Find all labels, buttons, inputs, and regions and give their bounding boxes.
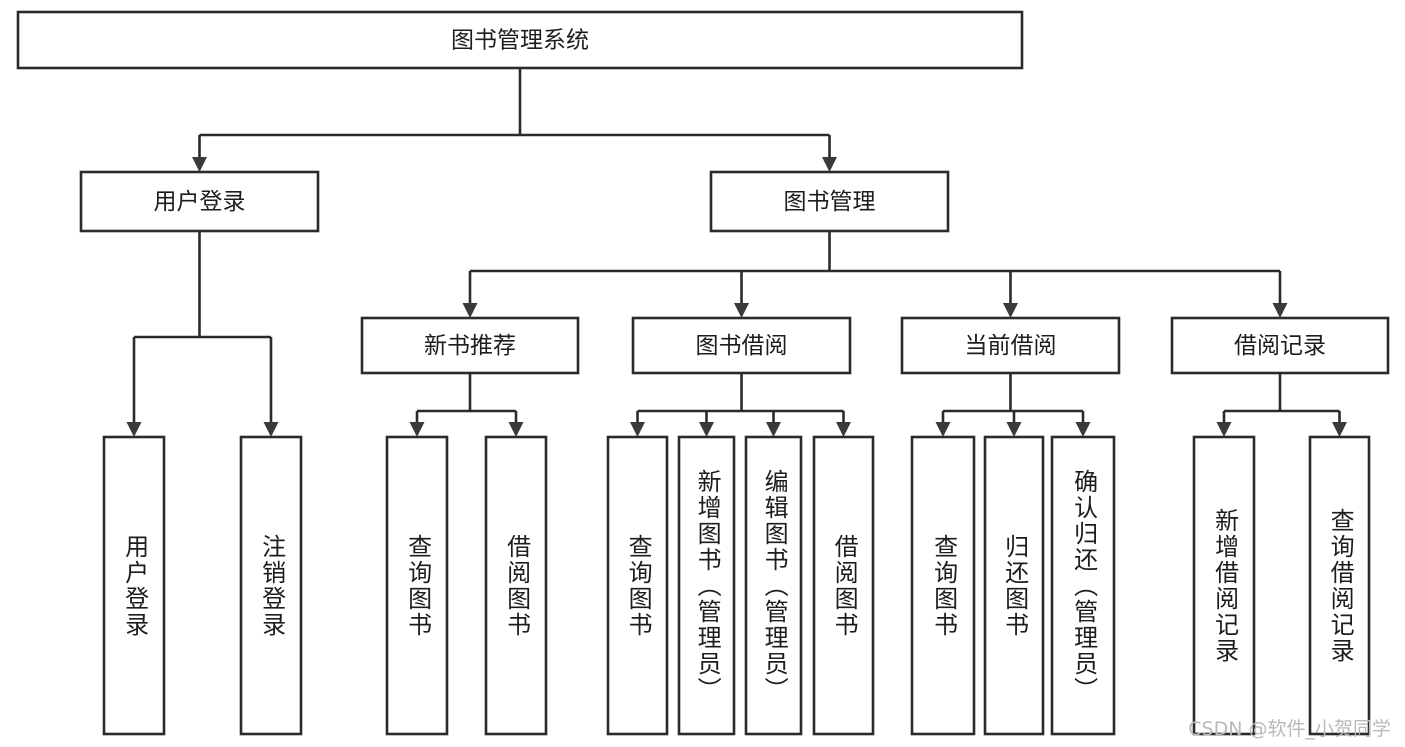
- node-box-leaf-user-login[interactable]: [102, 435, 166, 736]
- arrow-user-login-to-leaf-user-login: [126, 422, 142, 437]
- node-box-leaf-confirm-return-admin[interactable]: [1050, 435, 1116, 736]
- node-box-current-borrow[interactable]: [900, 316, 1121, 375]
- node-box-leaf-borrow-book[interactable]: [812, 435, 875, 736]
- arrow-root-to-user-login: [192, 157, 207, 172]
- arrow-current-borrow-to-leaf-query-book-current: [935, 422, 951, 437]
- node-box-leaf-add-book-admin[interactable]: [677, 435, 736, 736]
- node-box-borrow-records[interactable]: [1170, 316, 1390, 375]
- node-label-root: 图书管理系统: [451, 28, 589, 54]
- arrow-bookmgmt-to-new-book-recommend: [462, 303, 478, 318]
- watermark-text: CSDN @软件_小贺同学: [1188, 718, 1391, 740]
- arrow-book-borrow-to-leaf-borrow-book: [836, 422, 851, 437]
- arrow-new-book-recommend-to-leaf-query-book-new: [409, 422, 425, 437]
- arrow-bookmgmt-to-current-borrow: [1003, 303, 1018, 318]
- node-box-leaf-return-book[interactable]: [983, 435, 1045, 736]
- node-box-root[interactable]: [16, 10, 1024, 70]
- arrow-book-borrow-to-leaf-query-book-borrow: [630, 422, 645, 437]
- node-box-leaf-query-book-borrow[interactable]: [606, 435, 669, 736]
- node-label-borrow-records: 借阅记录: [1234, 333, 1326, 359]
- node-box-leaf-query-borrow-record[interactable]: [1308, 435, 1371, 736]
- node-box-leaf-borrow-book-new[interactable]: [484, 435, 548, 736]
- boxes-layer: [16, 10, 1390, 736]
- node-label-user-login: 用户登录: [154, 189, 246, 215]
- node-box-leaf-add-borrow-record[interactable]: [1192, 435, 1256, 736]
- arrow-book-borrow-to-leaf-add-book-admin: [699, 422, 714, 437]
- arrow-borrow-records-to-leaf-query-borrow-record: [1332, 422, 1347, 437]
- arrow-bookmgmt-to-borrow-records: [1272, 303, 1288, 318]
- arrow-current-borrow-to-leaf-return-book: [1006, 422, 1022, 437]
- node-label-book-management: 图书管理: [784, 189, 876, 215]
- node-box-leaf-query-book-new[interactable]: [385, 435, 449, 736]
- node-label-book-borrow: 图书借阅: [696, 333, 788, 359]
- node-label-current-borrow: 当前借阅: [965, 333, 1057, 359]
- node-box-leaf-edit-book-admin[interactable]: [744, 435, 803, 736]
- node-box-leaf-logout[interactable]: [239, 435, 303, 736]
- node-box-leaf-query-book-current[interactable]: [910, 435, 976, 736]
- connectors-layer: [126, 68, 1347, 437]
- node-box-user-login[interactable]: [79, 170, 320, 233]
- node-label-new-book-recommend: 新书推荐: [424, 333, 516, 359]
- arrow-root-to-book-management: [822, 157, 837, 172]
- arrow-book-borrow-to-leaf-edit-book-admin: [766, 422, 781, 437]
- node-box-book-management[interactable]: [709, 170, 950, 233]
- arrow-bookmgmt-to-book-borrow: [734, 303, 749, 318]
- arrow-borrow-records-to-leaf-add-borrow-record: [1216, 422, 1232, 437]
- arrow-new-book-recommend-to-leaf-borrow-book-new: [508, 422, 524, 437]
- node-box-book-borrow[interactable]: [631, 316, 852, 375]
- node-box-new-book-recommend[interactable]: [360, 316, 580, 375]
- arrow-current-borrow-to-leaf-confirm-return-admin: [1075, 422, 1091, 437]
- arrow-user-login-to-leaf-logout: [263, 422, 279, 437]
